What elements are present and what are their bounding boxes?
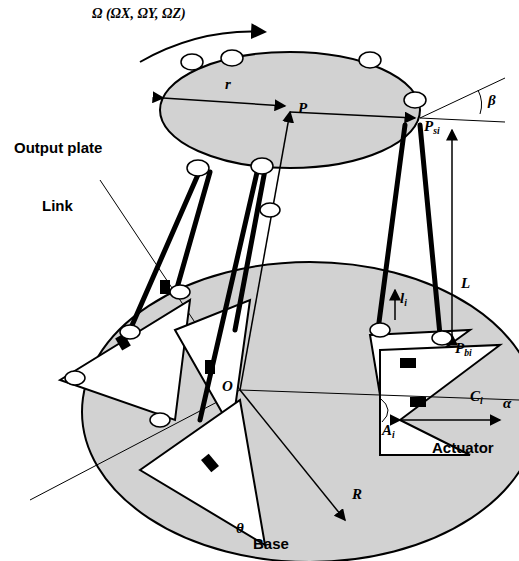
point-symbol: Psi [424,118,440,137]
part-name: Actuator [432,440,494,457]
part-name: Base [253,536,289,553]
vector-symbol: Ai [382,422,395,441]
angle-symbol: α [503,395,511,412]
angle-symbol: β [488,92,496,109]
radius-symbol: r [225,76,231,93]
rotation-label: Ω (ΩX, ΩY, ΩZ) [92,6,186,21]
part-name: Output plate [14,140,102,157]
angle-symbol: θ [236,520,244,537]
length-symbol: li [400,290,407,309]
point-symbol: P [298,100,307,117]
part-name: Link [42,198,73,215]
origin-symbol: O [222,378,233,395]
length-symbol: L [461,275,470,292]
radius-symbol: R [352,486,362,503]
point-symbol: Pbi [455,340,472,359]
vector-symbol: Ci [470,388,483,407]
